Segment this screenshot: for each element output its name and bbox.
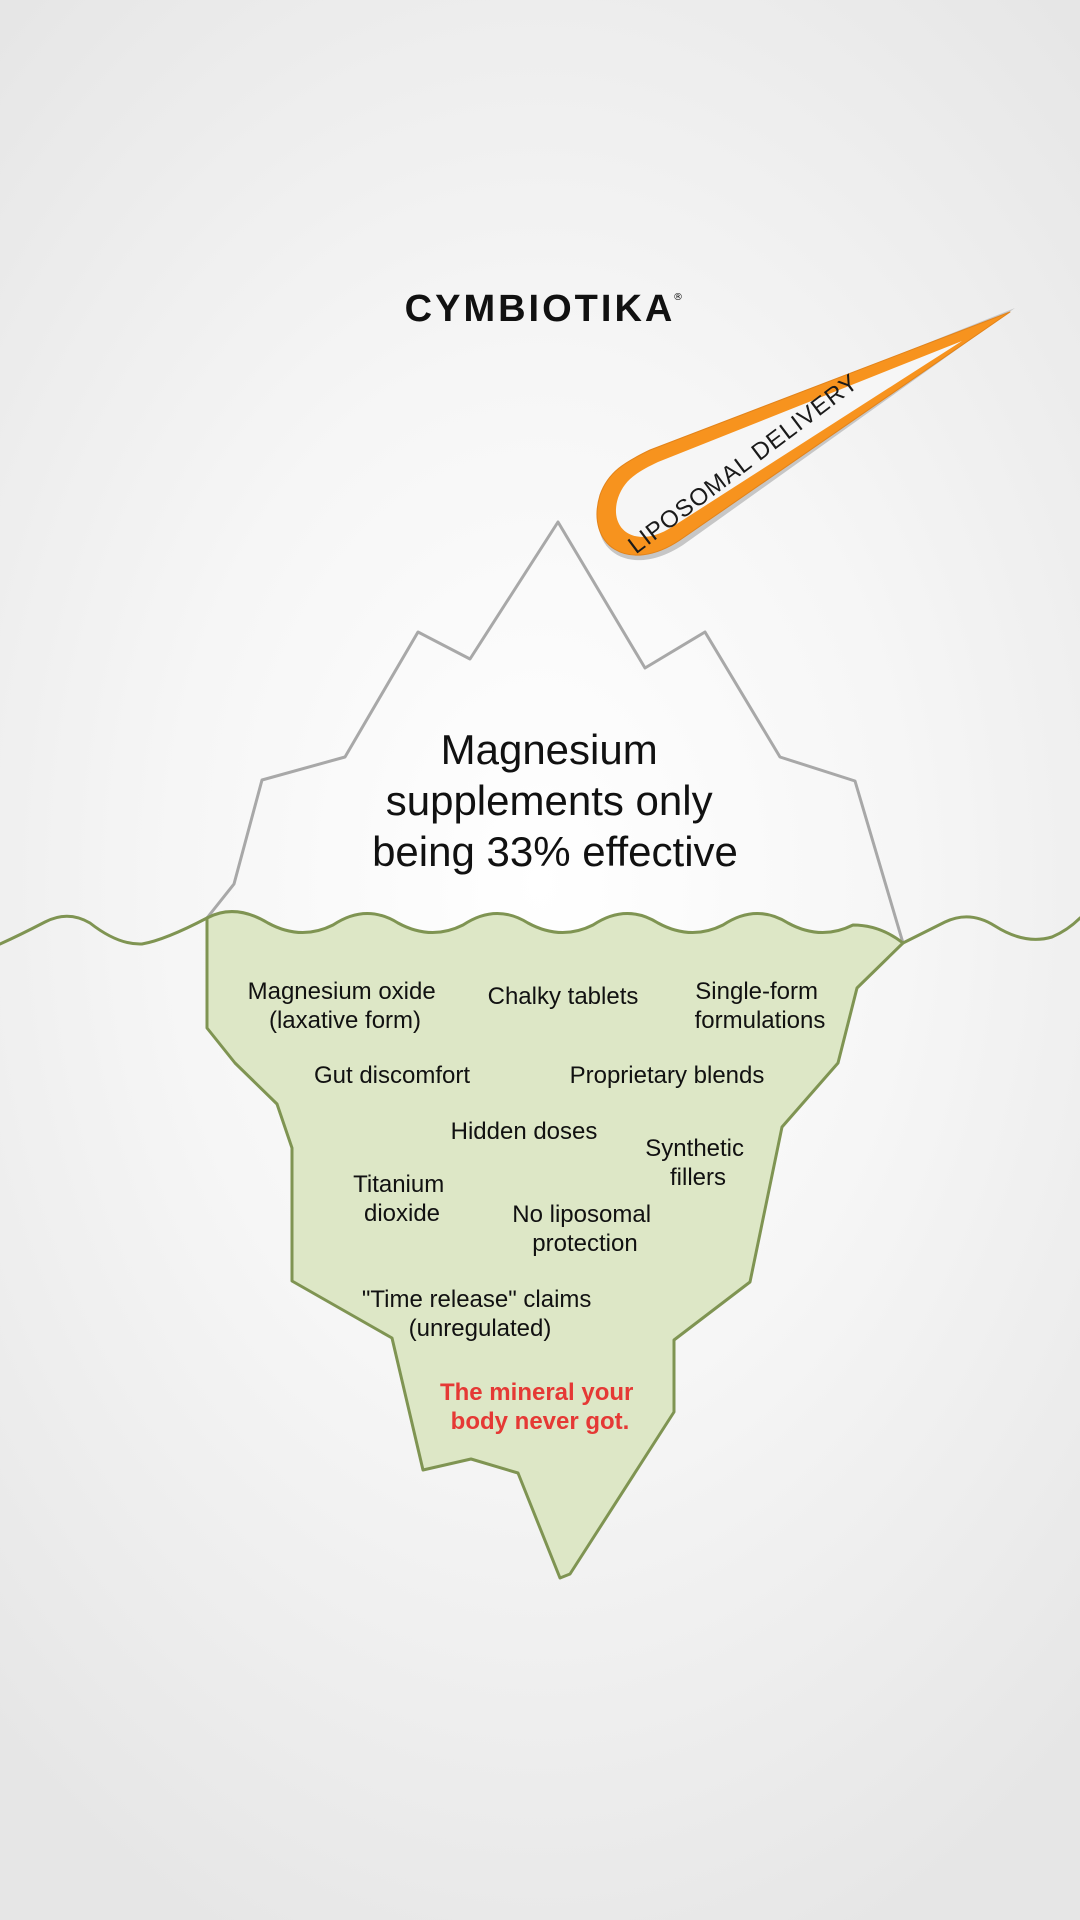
tip-headline: Magnesium supplements only being 33% eff…	[372, 726, 738, 875]
tip-headline-line-2: supplements only	[386, 777, 713, 824]
conclusion-text: The mineral your body never got.	[440, 1379, 640, 1435]
item-line: dioxide	[364, 1200, 440, 1227]
item-chalky-tablets: Chalky tablets	[488, 983, 639, 1010]
iceberg-tip-outline	[205, 520, 905, 945]
waterline-right	[901, 915, 1080, 945]
item-line: No liposomal	[512, 1201, 651, 1228]
item-line: Synthetic	[645, 1135, 744, 1162]
item-line: Titanium	[353, 1171, 444, 1198]
iceberg-underwater-body	[205, 910, 905, 1580]
item-titanium-dioxide: Titanium dioxide	[353, 1171, 451, 1227]
item-single-form: Single-form formulations	[695, 978, 826, 1034]
rocket-inner	[615, 341, 962, 537]
item-hidden-doses: Hidden doses	[451, 1118, 598, 1145]
item-line: (laxative form)	[269, 1007, 421, 1034]
item-line: fillers	[670, 1164, 726, 1191]
conclusion-line-2: body never got.	[451, 1408, 630, 1435]
item-line: Single-form	[695, 978, 818, 1005]
item-proprietary-blends: Proprietary blends	[570, 1062, 765, 1089]
item-time-release: "Time release" claims (unregulated)	[362, 1286, 598, 1342]
item-line: Chalky tablets	[488, 983, 639, 1010]
conclusion-line-1: The mineral your	[440, 1379, 633, 1406]
item-gut-discomfort: Gut discomfort	[314, 1062, 470, 1089]
waterline-left	[0, 914, 209, 946]
item-line: Magnesium oxide	[248, 978, 436, 1005]
item-synthetic-fillers: Synthetic fillers	[645, 1135, 750, 1191]
brand-logo: CYMBIOTIKA ®	[405, 288, 683, 330]
registered-mark: ®	[673, 292, 683, 303]
item-line: Gut discomfort	[314, 1062, 470, 1089]
item-line: Hidden doses	[451, 1118, 598, 1145]
item-line: protection	[532, 1230, 637, 1257]
item-line: (unregulated)	[409, 1315, 552, 1342]
item-line: formulations	[695, 1007, 826, 1034]
hidden-problems: Magnesium oxide (laxative form) Chalky t…	[248, 978, 826, 1342]
item-line: Proprietary blends	[570, 1062, 765, 1089]
tip-headline-line-3: being 33% effective	[372, 828, 738, 875]
tip-headline-line-1: Magnesium	[441, 726, 658, 773]
brand-wordmark: CYMBIOTIKA	[405, 288, 676, 330]
item-no-liposomal: No liposomal protection	[512, 1201, 657, 1257]
liposomal-rocket: LIPOSOMAL DELIVERY	[596, 308, 1015, 561]
item-line: "Time release" claims	[362, 1286, 592, 1313]
item-magnesium-oxide: Magnesium oxide (laxative form)	[248, 978, 443, 1034]
